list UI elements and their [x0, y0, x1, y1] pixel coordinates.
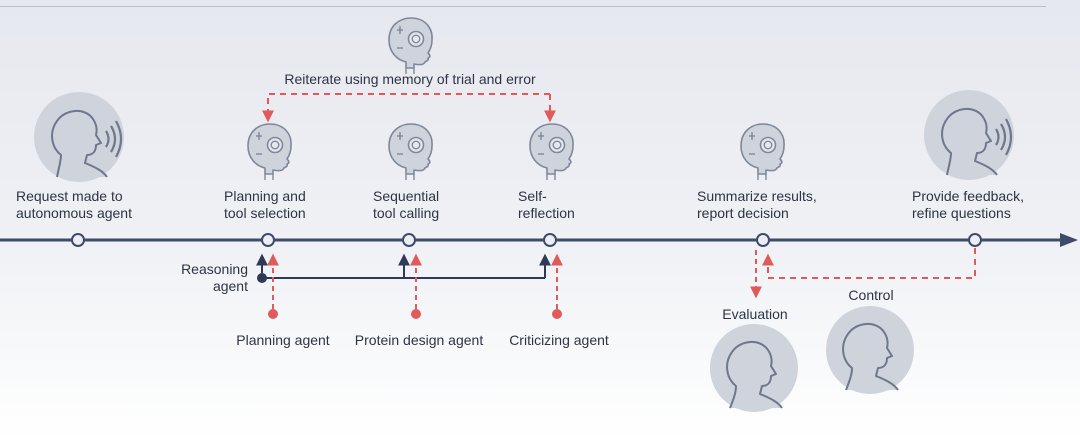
timeline-node-self-reflection	[543, 233, 557, 247]
control-label: Control	[848, 287, 894, 303]
stage-label-request: Request made to autonomous agent	[16, 188, 132, 221]
criticizing-agent-label: Criticizing agent	[509, 332, 609, 348]
timeline-node-planning	[261, 233, 275, 247]
planning-robot-icon	[247, 123, 292, 181]
tool-calling-robot-icon	[388, 123, 433, 181]
evaluation-human-icon	[709, 323, 799, 413]
stage-label-self-reflection: Self- reflection	[518, 188, 575, 221]
stage-label-summarize: Summarize results, report decision	[697, 188, 817, 221]
requester-human-speaking-icon	[32, 90, 126, 184]
protein-design-agent-label: Protein design agent	[354, 332, 484, 348]
summarize-robot-icon	[740, 123, 785, 181]
stage-label-planning: Planning and tool selection	[224, 188, 306, 221]
stage-label-tool-calling: Sequential tool calling	[373, 188, 440, 221]
evaluation-label: Evaluation	[722, 306, 788, 322]
control-feedback-arrow	[762, 248, 976, 279]
feedback-human-speaking-icon	[922, 88, 1016, 182]
protein-design-agent-dot	[411, 309, 421, 319]
stage-label-feedback: Provide feedback, refine questions	[912, 188, 1025, 221]
timeline-node-tool-calling	[402, 233, 416, 247]
planning-agent-dot	[268, 309, 278, 319]
reiterate-label: Reiterate using memory of trial and erro…	[284, 71, 536, 87]
timeline-arrowhead	[1060, 233, 1078, 247]
reasoning-agent-label: Reasoning agent	[181, 261, 248, 294]
timeline-node-feedback	[968, 233, 982, 247]
criticizing-agent-dot	[552, 309, 562, 319]
timeline-node-request	[71, 233, 85, 247]
reiterate-loop-arrow	[262, 93, 550, 123]
timeline-node-summarize	[756, 233, 770, 247]
planning-agent-label: Planning agent	[236, 332, 330, 348]
self-reflection-robot-icon	[529, 123, 574, 181]
top-divider	[0, 6, 1046, 7]
control-human-icon	[825, 305, 915, 395]
reiterate-robot-icon	[388, 17, 433, 75]
